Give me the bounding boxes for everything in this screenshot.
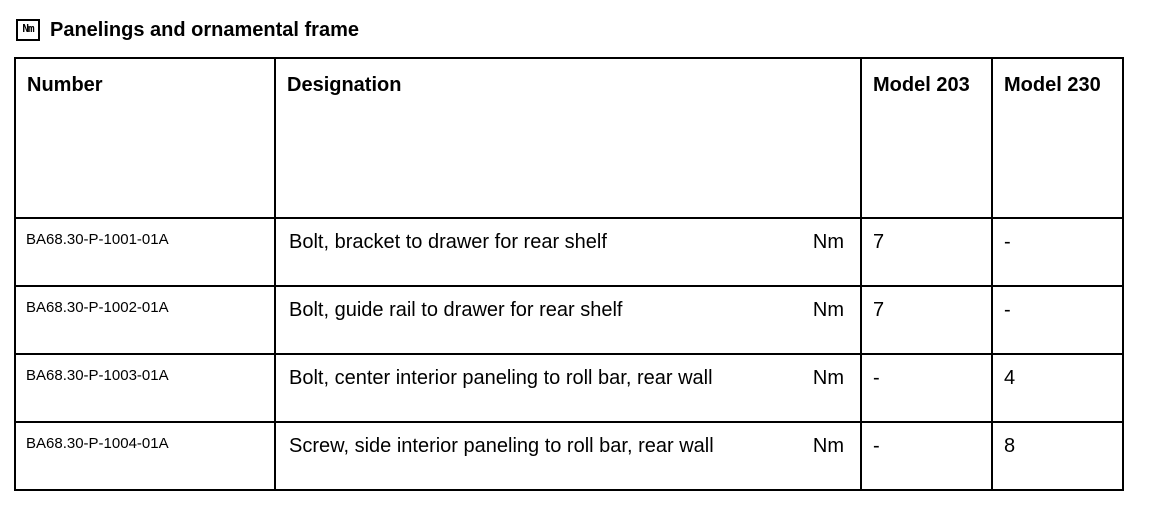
section-header: Nm Panelings and ornamental frame (16, 16, 359, 44)
column-header-designation: Designation (274, 57, 862, 219)
model-230-value: 4 (991, 353, 1124, 423)
table-row: BA68.30-P-1002-01A Bolt, guide rail to d… (14, 285, 1124, 355)
unit-label: Nm (812, 231, 844, 253)
model-203-value: - (860, 421, 993, 491)
designation-text: Screw, side interior paneling to roll ba… (289, 435, 714, 457)
model-203-value: 7 (860, 217, 993, 287)
table-row: BA68.30-P-1003-01A Bolt, center interior… (14, 353, 1124, 423)
designation-cell: Bolt, center interior paneling to roll b… (274, 353, 862, 423)
torque-spec-table: Number Designation Model 203 Model 230 B… (14, 57, 1124, 491)
designation-text: Bolt, center interior paneling to roll b… (289, 367, 713, 389)
model-230-value: 8 (991, 421, 1124, 491)
designation-cell: Bolt, guide rail to drawer for rear shel… (274, 285, 862, 355)
section-title: Panelings and ornamental frame (50, 18, 359, 41)
torque-nm-icon: Nm (16, 19, 40, 41)
unit-label: Nm (812, 435, 844, 457)
column-header-model-230: Model 230 (991, 57, 1124, 219)
model-230-value: - (991, 285, 1124, 355)
designation-text: Bolt, guide rail to drawer for rear shel… (289, 299, 623, 321)
designation-cell: Screw, side interior paneling to roll ba… (274, 421, 862, 491)
model-203-value: - (860, 353, 993, 423)
unit-label: Nm (812, 299, 844, 321)
designation-text: Bolt, bracket to drawer for rear shelf (289, 231, 607, 253)
designation-cell: Bolt, bracket to drawer for rear shelf N… (274, 217, 862, 287)
column-header-model-203: Model 203 (860, 57, 993, 219)
table-header-row: Number Designation Model 203 Model 230 (14, 57, 1124, 219)
column-header-number: Number (14, 57, 276, 219)
model-203-value: 7 (860, 285, 993, 355)
part-number: BA68.30-P-1001-01A (14, 217, 276, 287)
part-number: BA68.30-P-1004-01A (14, 421, 276, 491)
model-230-value: - (991, 217, 1124, 287)
table-row: BA68.30-P-1004-01A Screw, side interior … (14, 421, 1124, 491)
part-number: BA68.30-P-1003-01A (14, 353, 276, 423)
part-number: BA68.30-P-1002-01A (14, 285, 276, 355)
table-row: BA68.30-P-1001-01A Bolt, bracket to draw… (14, 217, 1124, 287)
unit-label: Nm (812, 367, 844, 389)
